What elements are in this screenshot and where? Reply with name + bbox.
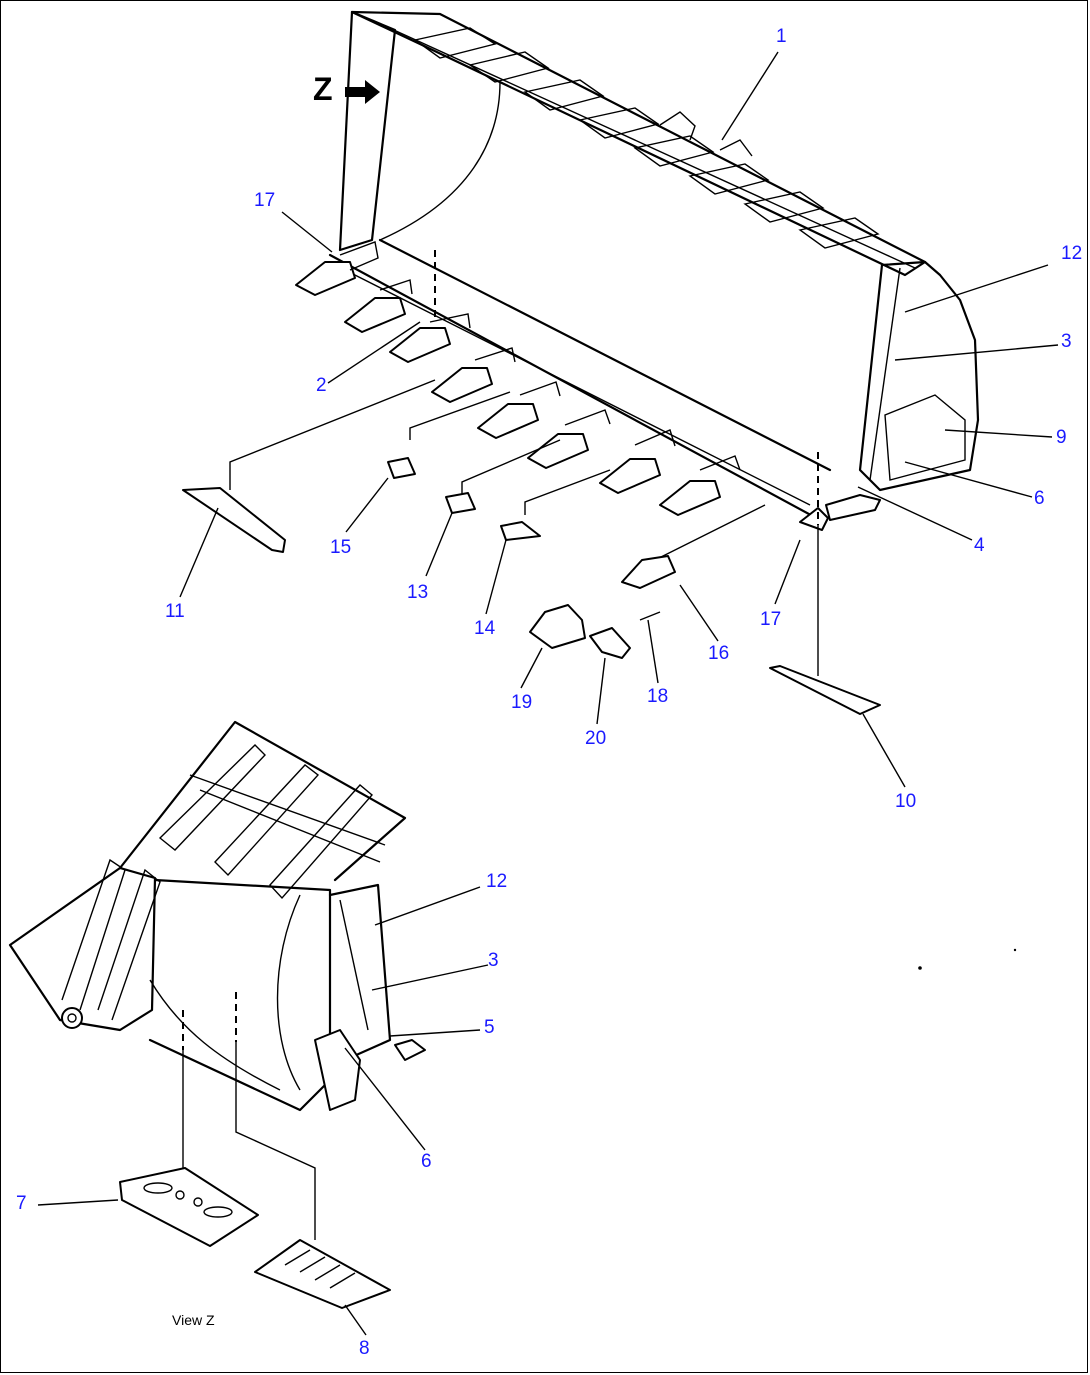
- bucket-right-wear-plate: [884, 394, 966, 481]
- side-cutter-left: [182, 487, 286, 553]
- bucket-view-z: View Z: [8, 720, 426, 1328]
- callout-3: 3: [1061, 331, 1072, 352]
- shim-plate: [500, 521, 541, 541]
- callout-view-8: 8: [359, 1338, 370, 1359]
- tooth: [431, 367, 493, 403]
- tooth: [389, 327, 451, 363]
- lock-pin: [639, 611, 661, 621]
- side-cutter-right: [769, 665, 881, 715]
- view-z-callouts: 12 3 5 6 7 8: [16, 871, 507, 1359]
- bucket-top-rail-inner: [371, 19, 916, 269]
- main-callouts: 1 17 2 12 3 9 6 4 15 13 14 11 16 17 18 1…: [165, 26, 1082, 812]
- callout-15: 15: [330, 537, 351, 558]
- adapter-block: [529, 604, 586, 649]
- bucket-top-ribs: [413, 27, 880, 249]
- callout-view-3: 3: [488, 950, 499, 971]
- view-z-side-cutter: [314, 1029, 361, 1111]
- callout-16: 16: [708, 643, 729, 664]
- callout-13: 13: [407, 582, 428, 603]
- main-guide-lines: [229, 250, 819, 676]
- bucket-cutting-edge-inner: [344, 269, 811, 506]
- view-z-left-arm: [61, 858, 126, 1011]
- callout-1: 1: [776, 26, 787, 47]
- callout-12: 12: [1061, 243, 1082, 264]
- bucket-back-edge: [378, 238, 832, 472]
- tooth: [659, 480, 721, 516]
- view-z-left-plate: [8, 866, 157, 1032]
- view-z-leaders: [37, 886, 489, 1336]
- pin-bushing: [589, 627, 631, 659]
- view-z-caption: View Z: [172, 1312, 215, 1328]
- view-z-top-ribs: [158, 744, 386, 900]
- bucket-cutting-edge: [328, 253, 822, 522]
- tooth: [295, 261, 356, 296]
- view-z-body: [148, 878, 332, 1112]
- loose-tooth-point: [621, 555, 676, 589]
- callout-9: 9: [1056, 427, 1067, 448]
- callout-2: 2: [316, 375, 327, 396]
- callout-14: 14: [474, 618, 496, 639]
- shim-plate: [445, 492, 476, 514]
- callout-18: 18: [647, 686, 668, 707]
- tooth: [599, 458, 661, 494]
- callout-11: 11: [165, 601, 185, 622]
- view-z-guide-2: [235, 1042, 316, 1240]
- wear-plate-8-slots: [284, 1249, 356, 1289]
- bucket-main-view: Z: [295, 10, 980, 531]
- callout-10: 10: [895, 791, 916, 812]
- callout-19: 19: [511, 692, 532, 713]
- tooth: [527, 433, 589, 469]
- wear-plate-7: [119, 1167, 259, 1247]
- bucket-right-edge-plate: [869, 267, 901, 481]
- callout-6: 6: [1034, 488, 1045, 509]
- main-leaders: [179, 51, 1059, 788]
- right-side-cutter: [825, 494, 881, 521]
- view-z-pivot-boss: [61, 1007, 83, 1029]
- right-corner-tooth: [799, 507, 829, 531]
- callout-view-7: 7: [16, 1193, 27, 1214]
- adapter-wings: [339, 241, 741, 471]
- callout-view-6: 6: [421, 1151, 432, 1172]
- view-z-left-arm-2: [97, 868, 161, 1021]
- loose-parts: [182, 457, 881, 715]
- bucket-left-side-plate: [338, 10, 397, 252]
- view-z-pivot-hole: [67, 1013, 77, 1023]
- wear-plate-8: [254, 1239, 391, 1309]
- callout-4: 4: [974, 535, 985, 556]
- tooth: [344, 297, 406, 333]
- wear-plate-7-slots: [143, 1182, 233, 1218]
- view-z-top-rim: [118, 720, 407, 882]
- view-z-side-tooth: [394, 1039, 426, 1061]
- shim-plate: [387, 457, 416, 479]
- callout-view-5: 5: [484, 1017, 495, 1038]
- bucket-teeth-row: [295, 261, 721, 516]
- stray-dot: [918, 966, 922, 970]
- view-z-right-edge: [339, 899, 369, 1031]
- bucket-left-curve: [379, 81, 501, 241]
- view-z-marker: Z: [313, 71, 333, 107]
- view-z-arrow-icon: [345, 80, 380, 104]
- view-z-body-curve-2: [276, 894, 301, 1091]
- bucket-right-side-plate: [858, 260, 980, 492]
- callout-20: 20: [585, 728, 606, 749]
- view-z-body-curve: [149, 979, 281, 1091]
- tooth: [477, 403, 539, 439]
- callout-17-left: 17: [254, 190, 275, 211]
- callout-17-right: 17: [760, 609, 781, 630]
- stray-dot: [1013, 948, 1017, 952]
- callout-view-12: 12: [486, 871, 507, 892]
- bucket-top-rail: [350, 10, 927, 277]
